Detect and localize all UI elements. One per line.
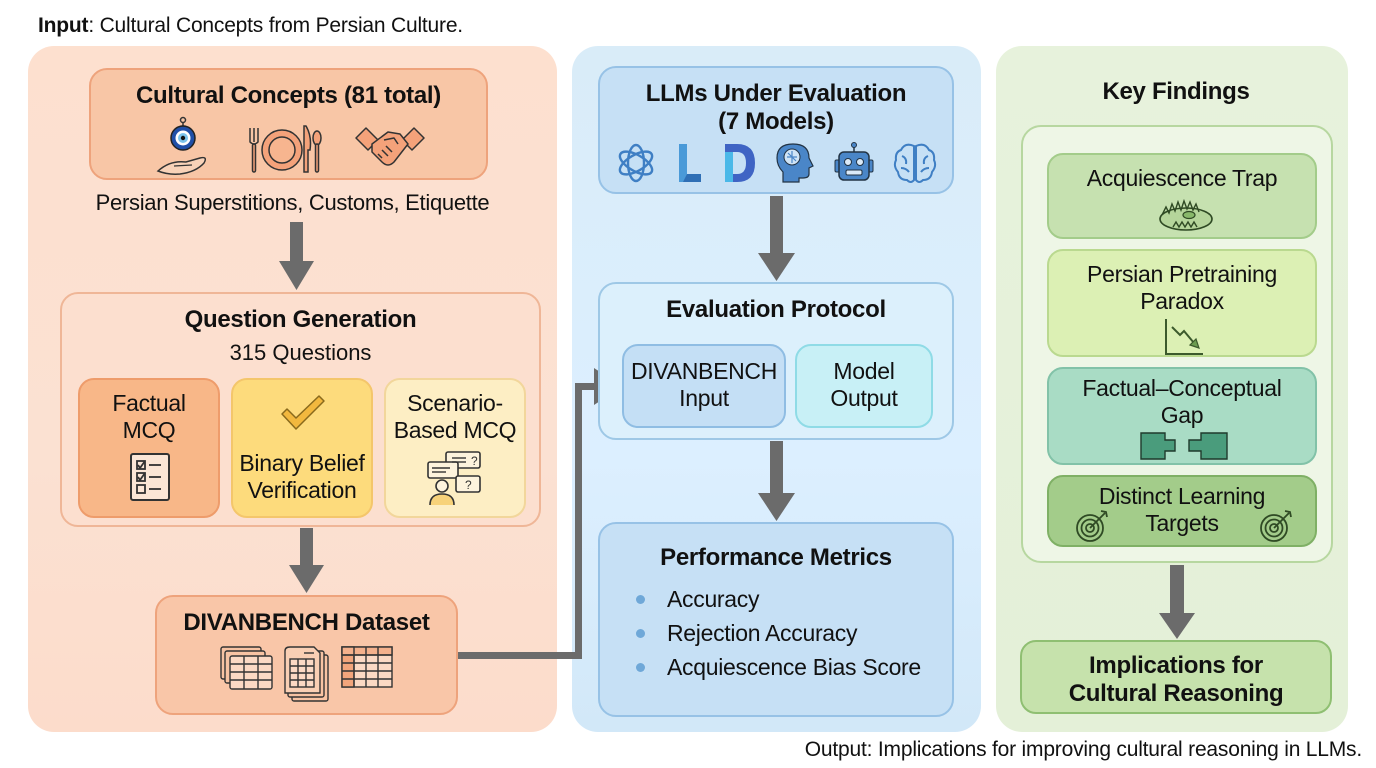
target-arrow-icon — [1260, 510, 1292, 542]
target-arrow-icon — [1076, 510, 1108, 542]
performance-metrics-title: Performance Metrics — [660, 544, 892, 571]
divanbench-input-box: DIVANBENCH Input — [622, 344, 786, 428]
llms-title: LLMs Under Evaluation (7 Models) — [600, 80, 952, 136]
stacked-tables-icon — [219, 646, 273, 690]
llm-logos — [600, 142, 952, 184]
key-findings-container: Acquiescence Trap Persian Pretraining Pa… — [1021, 125, 1333, 563]
input-caption-prefix: Input — [38, 14, 89, 37]
bullet-icon — [636, 662, 645, 672]
bear-trap-icon — [1159, 198, 1213, 231]
llms-title-line1: LLMs Under Evaluation — [645, 80, 907, 107]
evaluation-protocol-box: Evaluation Protocol DIVANBENCH Input Mod… — [598, 282, 954, 440]
model-output-label: Model Output — [830, 358, 898, 411]
dataset-title: DIVANBENCH Dataset — [183, 609, 430, 636]
metric-item: Rejection Accuracy — [636, 616, 921, 650]
dataset-icons — [157, 645, 456, 703]
brain-icon — [893, 143, 937, 183]
evaluation-protocol-title: Evaluation Protocol — [666, 296, 886, 323]
openai-logo-icon — [618, 143, 654, 183]
llms-under-evaluation-box: LLMs Under Evaluation (7 Models) — [598, 66, 954, 194]
question-type-binary-belief: Binary Belief Verification — [231, 378, 373, 518]
checkmark-icon — [281, 395, 325, 430]
metric-item: Accuracy — [636, 582, 921, 616]
cultural-concepts-box: Cultural Concepts (81 total) — [89, 68, 488, 180]
metric-item: Acquiescence Bias Score — [636, 650, 921, 684]
input-caption: Input: Cultural Concepts from Persian Cu… — [38, 14, 463, 38]
plate-cutlery-icon — [248, 125, 322, 173]
bullet-icon — [636, 628, 645, 638]
key-findings-title: Key Findings — [1102, 78, 1250, 105]
output-caption: Output: Implications for improving cultu… — [804, 738, 1362, 761]
input-caption-text: : Cultural Concepts from Persian Culture… — [88, 14, 463, 37]
puzzle-gap-icon — [1140, 432, 1228, 460]
finding-label: Acquiescence Trap — [1086, 165, 1278, 191]
finding-label: Factual–Conceptual Gap — [1082, 375, 1282, 428]
table-grid-icon — [340, 646, 393, 688]
llama-l-logo-icon — [679, 144, 701, 182]
metrics-list: Accuracy Rejection Accuracy Acquiescence… — [636, 582, 921, 684]
divanbench-input-label: DIVANBENCH Input — [630, 358, 778, 411]
divanbench-dataset-box: DIVANBENCH Dataset — [155, 595, 458, 715]
llms-model-count: (7 Models) — [718, 108, 834, 135]
question-generation-box: Question Generation 315 Questions Factua… — [60, 292, 541, 527]
question-type-label: Binary Belief Verification — [239, 450, 365, 503]
head-brain-icon — [776, 143, 814, 183]
concept-categories-text: Persian Superstitions, Customs, Etiquett… — [95, 190, 490, 215]
question-type-factual-mcq: Factual MCQ — [78, 378, 220, 518]
d-logo-icon — [725, 144, 755, 182]
finding-label: Persian Pretraining Paradox — [1087, 261, 1277, 314]
declining-chart-icon — [1165, 319, 1203, 355]
implications-title: Implications for Cultural Reasoning — [1068, 652, 1284, 707]
finding-persian-pretraining-paradox: Persian Pretraining Paradox — [1047, 249, 1317, 357]
question-type-label: Scenario- Based MCQ — [393, 390, 517, 443]
cultural-concepts-title: Cultural Concepts (81 total) — [136, 82, 441, 109]
finding-label: Distinct Learning Targets — [1098, 483, 1266, 536]
svg-text:?: ? — [471, 454, 478, 468]
question-count: 315 Questions — [229, 340, 372, 365]
question-generation-title: Question Generation — [184, 306, 417, 333]
document-table-icon — [283, 646, 329, 702]
checklist-icon — [130, 453, 170, 501]
concept-icons — [91, 116, 486, 178]
handshake-icon — [354, 127, 425, 166]
finding-distinct-learning-targets: Distinct Learning Targets — [1047, 475, 1317, 547]
question-type-scenario-mcq: Scenario- Based MCQ ? ? — [384, 378, 526, 518]
finding-factual-conceptual-gap: Factual–Conceptual Gap — [1047, 367, 1317, 465]
bullet-icon — [636, 594, 645, 604]
performance-metrics-box: Performance Metrics Accuracy Rejection A… — [598, 522, 954, 717]
person-question-bubbles-icon: ? ? — [427, 451, 481, 506]
robot-icon — [834, 142, 874, 181]
finding-acquiescence-trap: Acquiescence Trap — [1047, 153, 1317, 239]
question-type-label: Factual MCQ — [112, 390, 186, 443]
svg-text:?: ? — [465, 478, 472, 492]
implications-box: Implications for Cultural Reasoning — [1020, 640, 1332, 714]
evil-eye-hand-icon — [156, 116, 206, 175]
model-output-box: Model Output — [795, 344, 933, 428]
